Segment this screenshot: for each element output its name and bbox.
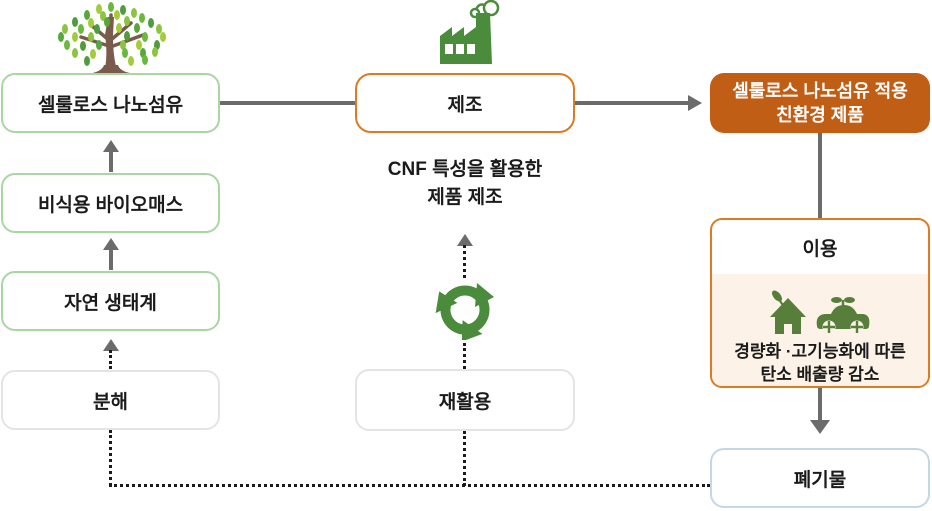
use-body: 경량화 ·고기능화에 따른 탄소 배출량 감소 bbox=[712, 274, 928, 386]
arrowhead-up-icon bbox=[103, 339, 119, 351]
use-desc-line: 탄소 배출량 감소 bbox=[760, 365, 880, 384]
connector-product-to-use bbox=[818, 133, 822, 218]
node-manufacturing: 제조 bbox=[355, 73, 575, 133]
node-label: 제조 bbox=[447, 94, 483, 116]
dotted-below-recycle bbox=[463, 431, 466, 486]
node-label: 셀룰로스 나노섬유 적용 친환경 제품 bbox=[732, 79, 908, 127]
node-natural-ecosystem: 자연 생태계 bbox=[1, 271, 220, 331]
arrowhead-up-icon bbox=[457, 234, 473, 246]
node-recycling: 재활용 bbox=[355, 369, 575, 431]
use-icons bbox=[768, 280, 872, 336]
caption-line: CNF 특성을 활용한 bbox=[387, 159, 543, 180]
dotted-below-decompose bbox=[109, 430, 112, 486]
recycle-icon bbox=[435, 283, 494, 340]
node-use: 이용 bbox=[710, 218, 930, 388]
node-decomposition: 분해 bbox=[1, 370, 220, 430]
connector-use-to-waste bbox=[818, 388, 822, 421]
tree-leaves bbox=[58, 2, 166, 66]
node-label: 셀룰로스 나노섬유 bbox=[37, 94, 184, 116]
use-title: 이용 bbox=[802, 238, 838, 260]
connector-ecosystem-to-biomass bbox=[109, 248, 113, 270]
product-line: 친환경 제품 bbox=[776, 105, 864, 125]
dotted-waste-return-line bbox=[109, 484, 710, 487]
use-description: 경량화 ·고기능화에 따른 탄소 배출량 감소 bbox=[734, 340, 906, 386]
node-label: 분해 bbox=[93, 391, 128, 413]
use-desc-line: 경량화 ·고기능화에 따른 bbox=[734, 342, 906, 361]
node-label: 폐기물 bbox=[793, 469, 847, 491]
arrowhead-right-icon bbox=[688, 95, 702, 111]
arrowhead-up-icon bbox=[103, 140, 119, 152]
manufacturing-caption: CNF 특성을 활용한 제품 제조 bbox=[355, 156, 575, 212]
dotted-decompose-to-ecosystem bbox=[109, 350, 112, 369]
product-line: 셀룰로스 나노섬유 적용 bbox=[732, 81, 908, 101]
node-nonedible-biomass: 비식용 바이오매스 bbox=[1, 173, 220, 233]
connector-source-to-manufacturing bbox=[220, 101, 355, 105]
node-label: 재활용 bbox=[438, 391, 492, 413]
node-label: 자연 생태계 bbox=[64, 292, 157, 314]
node-label: 비식용 바이오매스 bbox=[37, 194, 184, 216]
arrowhead-down-icon bbox=[810, 420, 830, 434]
tree-icon bbox=[58, 2, 166, 74]
arrowhead-up-icon bbox=[103, 238, 119, 250]
dotted-recycle-to-manufacturing bbox=[463, 245, 466, 278]
connector-biomass-to-source bbox=[109, 150, 113, 172]
caption-line: 제품 제조 bbox=[427, 187, 503, 208]
eco-house-icon bbox=[770, 290, 806, 334]
node-waste: 폐기물 bbox=[710, 448, 930, 508]
connector-manufacturing-to-product bbox=[575, 101, 688, 105]
node-eco-product: 셀룰로스 나노섬유 적용 친환경 제품 bbox=[710, 73, 930, 133]
factory-icon bbox=[440, 0, 500, 64]
dotted-recyclebox-to-icon bbox=[463, 343, 466, 369]
eco-car-icon bbox=[816, 297, 870, 334]
node-cellulose-nanofiber: 셀룰로스 나노섬유 bbox=[1, 73, 220, 133]
